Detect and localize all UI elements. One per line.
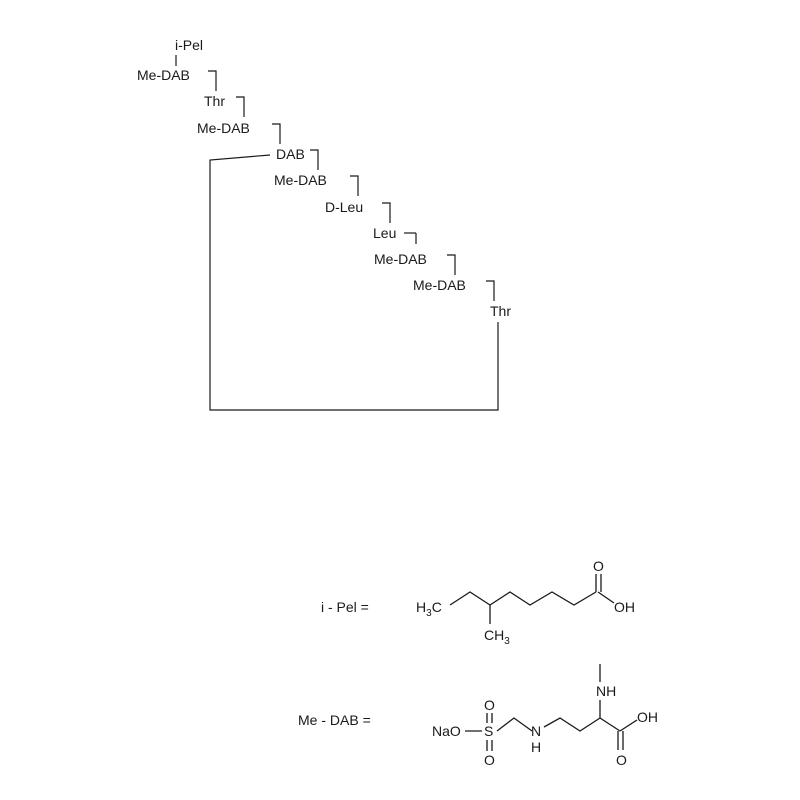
medab-structure: NaO S O O N H NH OH O (432, 664, 658, 768)
link-bond (486, 280, 495, 301)
link-bond (208, 70, 217, 91)
link-bond (310, 149, 319, 170)
link-bond (382, 202, 391, 223)
medab-o-bottom-label: O (484, 752, 495, 768)
medab-nh-chain-h-label: H (531, 739, 541, 755)
ipel-hydroxyl-bond (597, 591, 615, 604)
medab-s-label: S (484, 723, 493, 739)
ipel-legend-label: i - Pel = (321, 599, 369, 615)
ipel-h3c-label: H3C (416, 599, 442, 619)
ipel-structure: H3C CH3 O OH (416, 558, 635, 647)
medab-nh-chain-label: N (531, 723, 541, 739)
peptide-sequence: i-Pel Me-DAB Thr Me-DAB DAB Me-DAB D-Leu… (137, 37, 511, 411)
medab-oh-label: OH (637, 709, 658, 725)
medab-nao-label: NaO (432, 723, 461, 739)
medab-side-chain (543, 717, 601, 732)
residue-medab-1: Me-DAB (137, 67, 190, 83)
residue-ipel: i-Pel (175, 37, 203, 53)
link-bond (236, 96, 245, 117)
residue-thr-2: Thr (490, 303, 511, 319)
residue-medab-3: Me-DAB (274, 172, 327, 188)
medab-o-top-label: O (484, 697, 495, 713)
residue-thr-1: Thr (204, 93, 225, 109)
residue-medab-4: Me-DAB (374, 251, 427, 267)
residue-d-leu: D-Leu (325, 199, 363, 215)
cyclization-bracket (209, 154, 499, 411)
residue-dab: DAB (276, 146, 305, 162)
ipel-carbon-chain (449, 591, 597, 606)
medab-legend-label: Me - DAB = (298, 712, 371, 728)
ipel-o-label: O (593, 558, 604, 574)
ipel-ch3-label: CH3 (484, 627, 510, 647)
residue-medab-5: Me-DAB (413, 277, 466, 293)
medab-alpha-c-bond (599, 717, 621, 732)
residue-leu: Leu (373, 225, 396, 241)
link-bond (447, 254, 456, 275)
medab-c-oh-bond (619, 719, 638, 732)
medab-nh-alpha-label: NH (596, 683, 616, 699)
medab-o-acid-label: O (616, 752, 627, 768)
medab-ch2-bond (496, 717, 533, 732)
link-bond (350, 175, 359, 196)
ipel-oh-label: OH (614, 599, 635, 615)
residue-medab-2: Me-DAB (197, 120, 250, 136)
link-bond (272, 123, 281, 144)
